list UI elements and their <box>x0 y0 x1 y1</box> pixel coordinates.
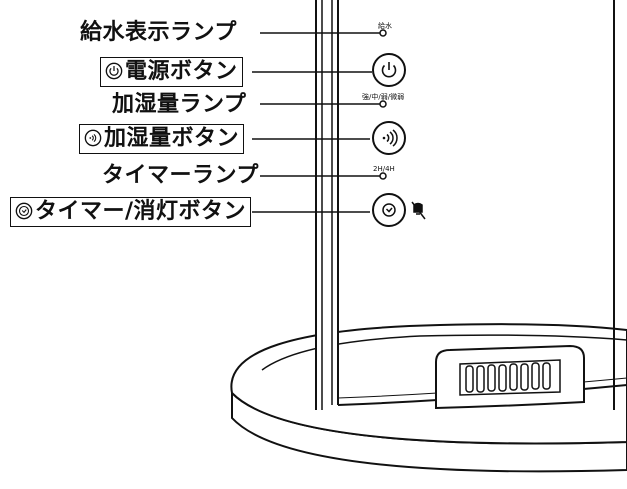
light-off-icon <box>411 201 426 220</box>
power-icon <box>105 62 123 80</box>
humidity-lamp-indicator <box>379 100 387 108</box>
vent-slats <box>465 362 551 393</box>
callout-timer-button: タイマー/消灯ボタン <box>10 197 252 227</box>
callout-humidity-button-text: 加湿量ボタン <box>104 126 240 151</box>
timer-lamp-indicator <box>379 172 387 180</box>
callout-timer-lamp: タイマーランプ <box>102 163 259 188</box>
power-button-device <box>372 53 406 87</box>
humidity-wave-icon <box>382 129 398 147</box>
base-inner-curve <box>261 334 627 371</box>
callout-humidity-button: 加湿量ボタン <box>79 124 245 154</box>
stand-column <box>316 0 338 408</box>
callout-water-lamp: 給水表示ランプ <box>80 20 237 45</box>
clock-icon <box>382 203 396 217</box>
humidity-button-device <box>372 121 406 155</box>
clock-icon <box>15 202 33 220</box>
water-lamp-indicator <box>379 29 387 37</box>
callout-timer-button-text: タイマー/消灯ボタン <box>35 199 247 224</box>
timer-button-device <box>372 193 406 227</box>
callout-power-button: 電源ボタン <box>100 57 243 87</box>
timer-hours-print: 2H/4H <box>373 165 395 173</box>
callout-humidity-lamp: 加湿量ランプ <box>112 92 247 117</box>
callout-power-button-text: 電源ボタン <box>125 59 238 84</box>
humidity-levels-print: 強/中/弱/微弱 <box>362 93 405 101</box>
humidity-wave-icon <box>84 129 102 147</box>
power-icon <box>381 62 397 78</box>
water-lamp-print: 給水 <box>378 22 392 30</box>
